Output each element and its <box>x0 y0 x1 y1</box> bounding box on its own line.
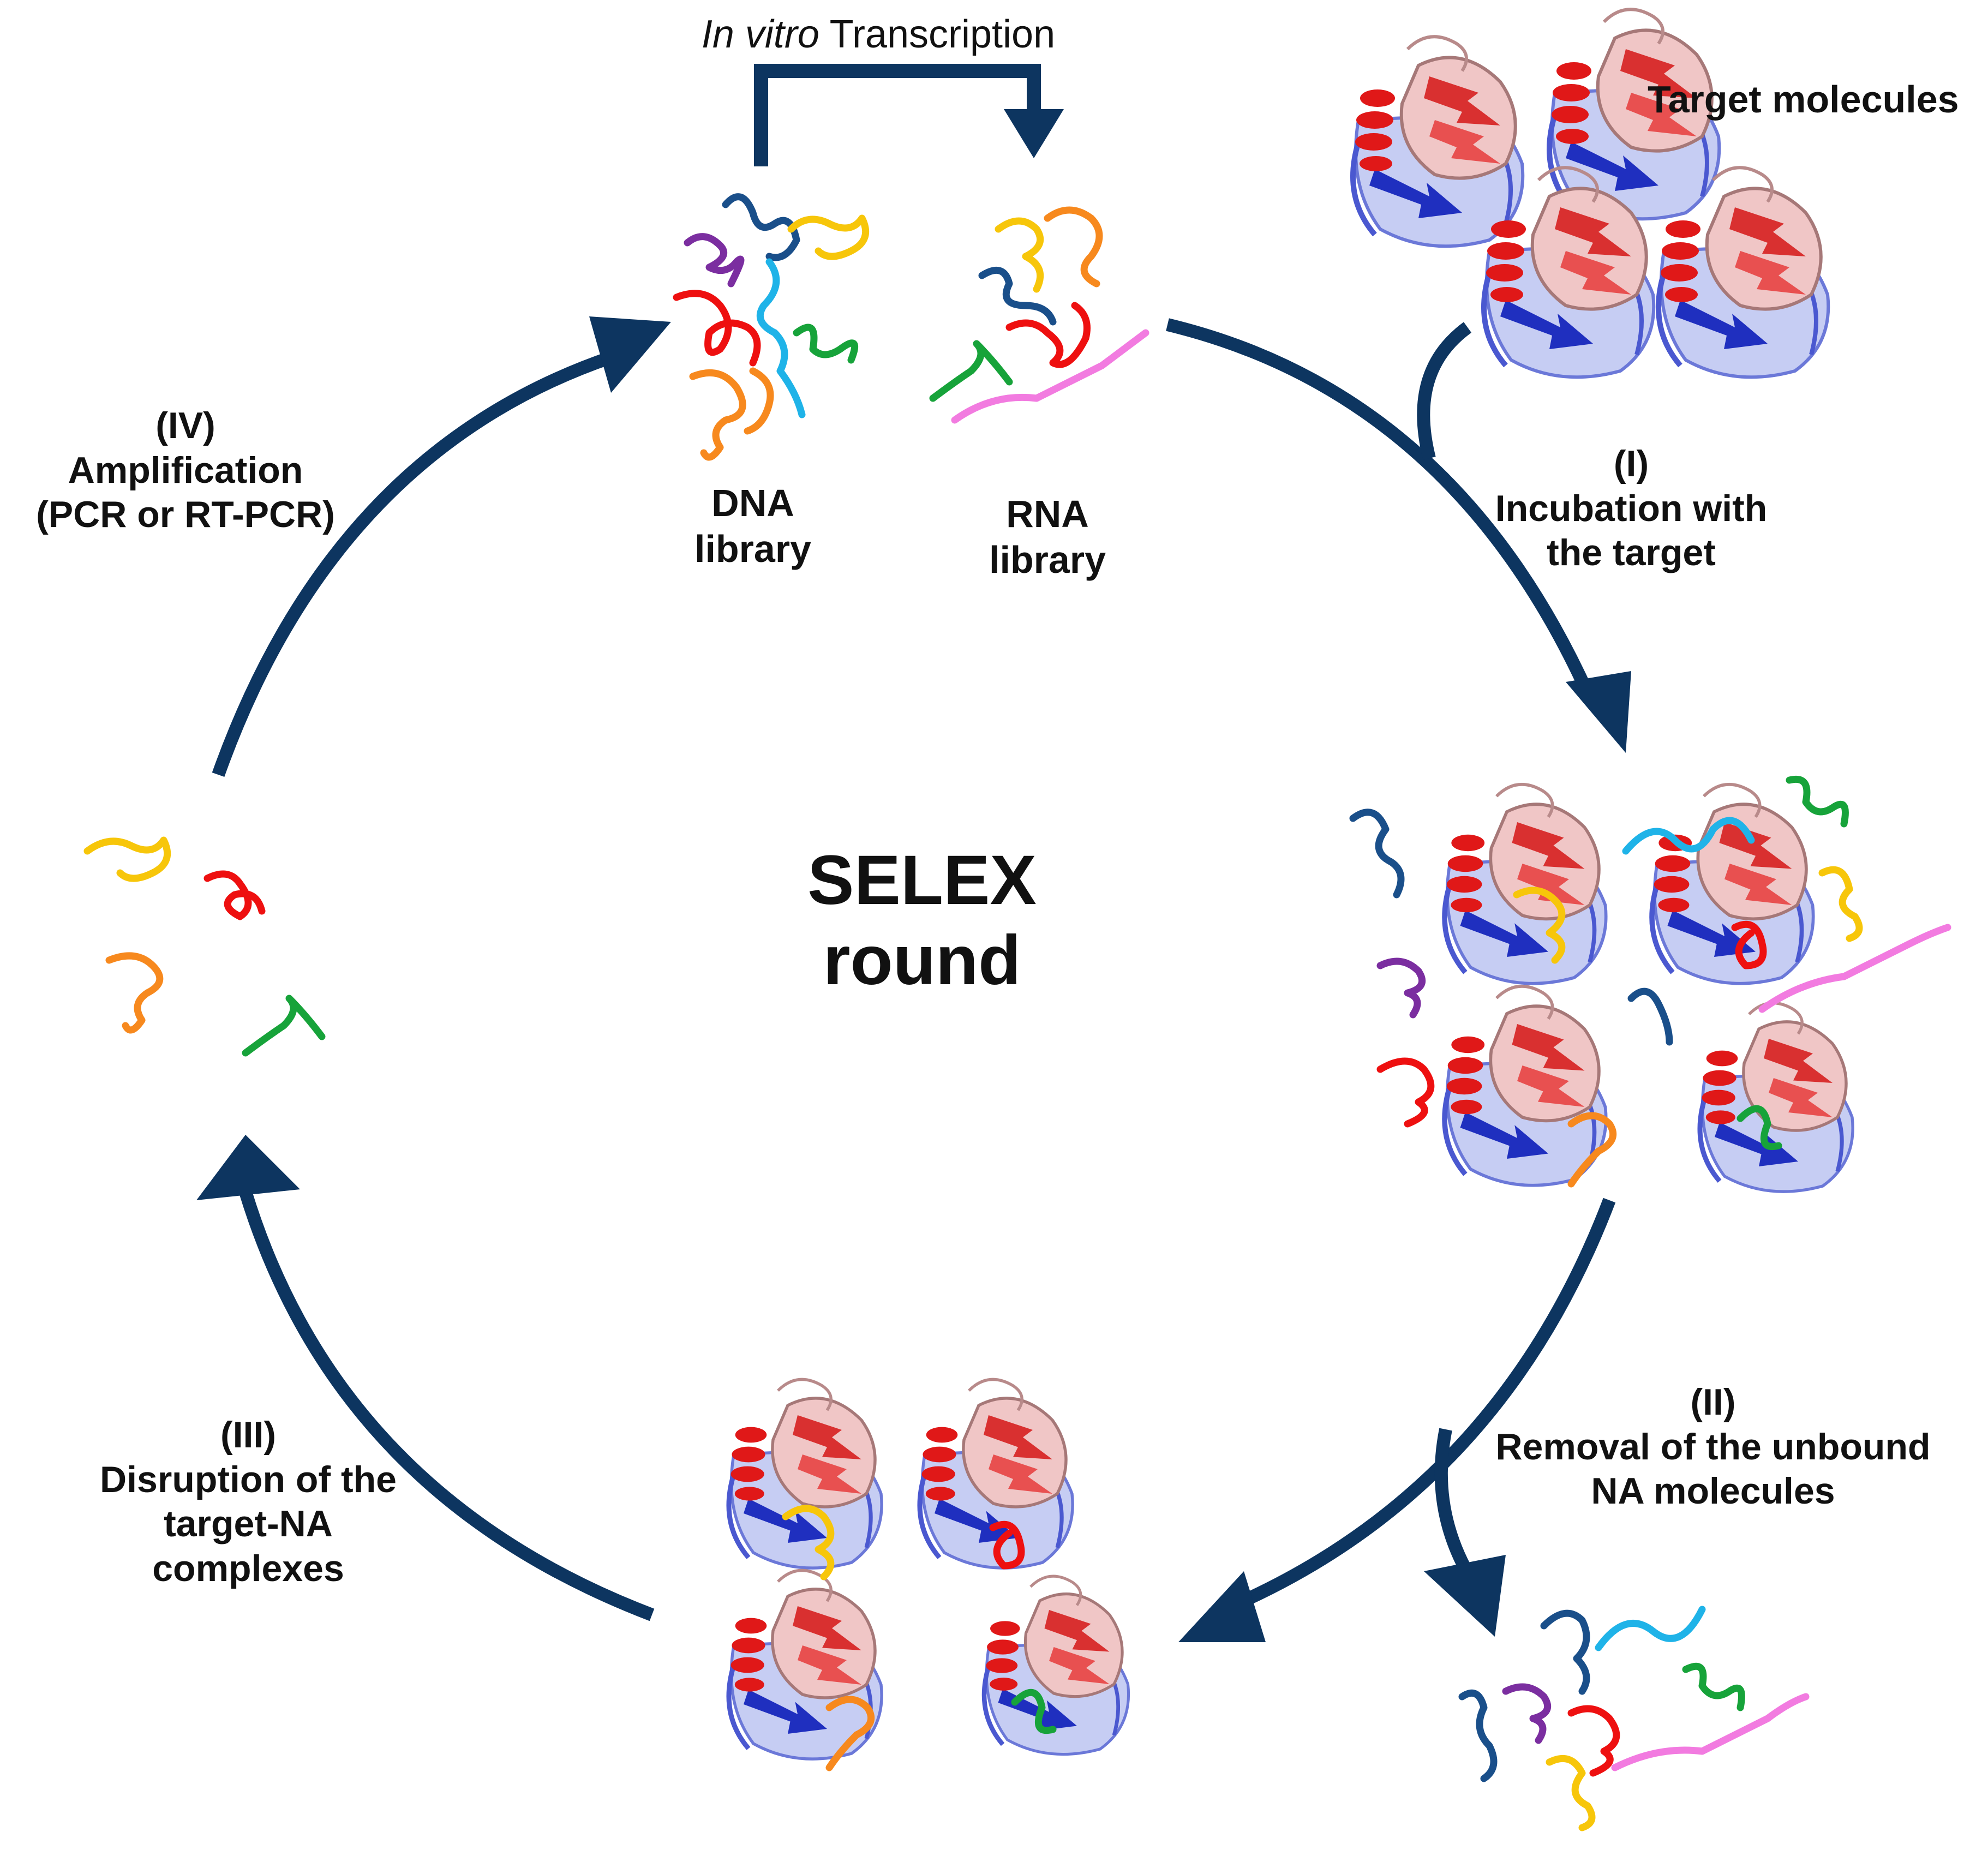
transcription-word: Transcription <box>819 13 1056 56</box>
selex-round-title: SELEX round <box>753 840 1091 1001</box>
title-line1: SELEX <box>807 841 1037 919</box>
dna-strand-cyan <box>756 258 806 418</box>
bound-strand-red <box>989 1520 1025 1570</box>
dna-strand-red <box>673 290 761 367</box>
arrowhead-step3 <box>196 1135 300 1200</box>
step-2-label: (II) Removal of the unbound NA molecules <box>1462 1380 1964 1514</box>
step-1-line2: the target <box>1547 532 1716 574</box>
step-3-line1: Disruption of the <box>100 1458 397 1500</box>
step-3-line3: complexes <box>152 1547 344 1589</box>
step-3-label: (III) Disruption of the target-NA comple… <box>71 1413 426 1591</box>
incub-strand-purple <box>1376 957 1426 1019</box>
dna-label-line1: DNA <box>711 482 794 524</box>
arc-left-upper-shaft <box>212 351 613 777</box>
incub-strand-navy <box>1349 809 1405 899</box>
rna-library-label: RNA library <box>960 491 1135 583</box>
arc-top-right-shaft <box>1166 318 1594 696</box>
bound-strand-orange <box>825 1696 875 1771</box>
arrowhead-step4 <box>589 316 671 393</box>
rna-strand-pink <box>951 329 1149 424</box>
arc-right-lower-shaft <box>1208 1198 1616 1621</box>
dna-strand-yellow <box>787 214 870 260</box>
rna-strand-red <box>1005 302 1091 368</box>
dna-strand-purple <box>684 233 745 288</box>
step-1-number: (I) <box>1613 443 1649 484</box>
dna-strand-green <box>793 324 859 364</box>
step-1-line1: Incubation with <box>1495 487 1768 529</box>
removed-strand-navy-2 <box>1458 1689 1498 1782</box>
in-vitro-italic: In vitro <box>701 13 819 56</box>
amp-strand-yellow <box>83 836 171 882</box>
arrowhead-transcription <box>1004 109 1064 158</box>
incub-strand-orange <box>1567 1112 1617 1188</box>
bound-protein-1 <box>729 1379 882 1568</box>
incub-strand-green <box>1786 776 1849 828</box>
incub-strand-cyan <box>1622 817 1755 855</box>
incub-strand-yellow-2 <box>1818 866 1863 942</box>
amp-strand-green <box>242 995 326 1057</box>
rna-strand-green <box>929 340 1013 402</box>
dna-label-line2: library <box>694 528 811 570</box>
removed-strand-yellow <box>1546 1755 1596 1831</box>
step-2-line1: Removal of the unbound <box>1495 1426 1931 1468</box>
step-1-label: (I) Incubation with the target <box>1462 442 1800 576</box>
amp-strand-red <box>203 870 266 920</box>
bound-protein-4 <box>984 1576 1129 1754</box>
rna-strand-orange <box>1044 206 1103 288</box>
step-4-label: (IV) Amplification (PCR or RT-PCR) <box>11 404 360 537</box>
amp-strand-orange <box>105 952 164 1034</box>
title-line2: round <box>823 921 1021 1000</box>
incub-strand-navy-2 <box>1627 987 1673 1046</box>
arrowhead-removal <box>1424 1555 1506 1637</box>
dna-strand-navy <box>722 193 800 261</box>
removed-strand-green <box>1682 1662 1745 1711</box>
complex-protein-3 <box>1445 986 1606 1186</box>
complex-protein-2 <box>1652 785 1813 984</box>
removed-strand-navy <box>1540 1609 1590 1695</box>
step-3-line2: target-NA <box>164 1503 333 1545</box>
target-molecules-label: Target molecules <box>1648 78 1959 121</box>
rna-label-line1: RNA <box>1006 493 1089 535</box>
arrowhead-step2 <box>1178 1571 1266 1642</box>
target-protein-1 <box>1353 37 1523 246</box>
removed-strand-cyan <box>1595 1606 1706 1651</box>
rna-strand-navy <box>978 267 1057 326</box>
rna-label-line2: library <box>989 538 1106 581</box>
incub-strand-yellow-1 <box>1513 887 1566 964</box>
arc-bottom-left-shaft <box>239 1190 655 1621</box>
bound-strand-green <box>1011 1689 1057 1734</box>
step-4-number: (IV) <box>155 405 215 446</box>
in-vitro-transcription-label: In vitro Transcription <box>644 11 1113 58</box>
rna-strand-yellow <box>995 217 1044 293</box>
step-3-number: (III) <box>220 1414 276 1456</box>
incub-strand-pink <box>1758 924 1951 1013</box>
arrows-layer <box>196 64 1631 1642</box>
incub-strand-green-2 <box>1736 1105 1782 1150</box>
step-4-line1: Amplification <box>68 449 303 491</box>
step-2-line2: NA molecules <box>1591 1470 1835 1512</box>
dna-strand-orange <box>689 369 746 461</box>
dna-library-label: DNA library <box>666 480 840 572</box>
dna-strand-orange-2 <box>744 367 774 435</box>
target-merge-arrow <box>1417 322 1472 460</box>
arrowhead-step1 <box>1566 671 1631 753</box>
removed-strand-pink <box>1611 1693 1810 1771</box>
complex-protein-1 <box>1445 785 1606 984</box>
incub-strand-red-1 <box>1731 920 1767 969</box>
bound-protein-2 <box>920 1379 1073 1568</box>
transcription-bracket <box>754 64 1041 166</box>
incub-strand-red-2 <box>1376 1057 1435 1128</box>
step-4-line2: (PCR or RT-PCR) <box>36 494 335 536</box>
complex-protein-4 <box>1700 1003 1853 1192</box>
removed-strand-red <box>1567 1705 1620 1777</box>
step-2-number: (II) <box>1690 1381 1736 1423</box>
removed-strand-purple <box>1502 1683 1552 1744</box>
strands-layer <box>83 193 1951 1831</box>
bound-strand-yellow <box>782 1505 835 1580</box>
